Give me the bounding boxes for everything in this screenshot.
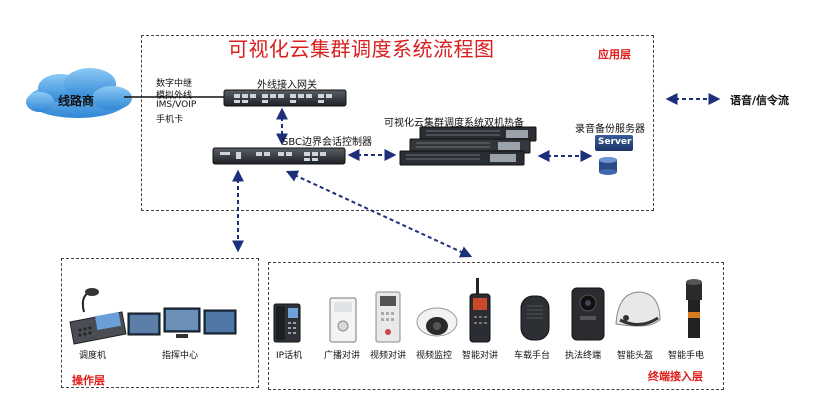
smart-flashlight-icon bbox=[686, 279, 702, 338]
page-title: 可视化云集群调度系统流程图 bbox=[228, 37, 495, 61]
sbc-label: SBC边界会话控制器 bbox=[282, 137, 373, 148]
video-intercom-icon bbox=[375, 291, 401, 343]
smart-walkie-talkie-label: 智能对讲 bbox=[462, 351, 499, 361]
ip-phone-icon bbox=[273, 303, 301, 343]
smart-helmet-label: 智能头盔 bbox=[617, 351, 654, 361]
law-enforcement-label: 执法终端 bbox=[565, 351, 602, 361]
vehicle-radio-label: 车载手台 bbox=[514, 351, 551, 361]
broadcast-intercom-label: 广播对讲 bbox=[324, 351, 361, 361]
sbc-terminal-link bbox=[285, 170, 473, 258]
broadcast-intercom-icon bbox=[329, 297, 357, 343]
law-enforcement-recorder-icon bbox=[571, 287, 605, 341]
carrier-label: 线路商 bbox=[58, 94, 95, 108]
carrier-cloud-icon bbox=[26, 68, 132, 118]
line-type-ims-voip: IMS/VOIP bbox=[156, 100, 197, 110]
smart-helmet-icon bbox=[615, 291, 661, 327]
line-type-analog: 模拟外线 bbox=[156, 91, 193, 101]
smart-flashlight-label: 智能手电 bbox=[668, 351, 705, 361]
ip-phone-label: IP话机 bbox=[276, 351, 303, 361]
smart-walkie-talkie-icon bbox=[469, 278, 491, 343]
command-center-label: 指挥中心 bbox=[162, 351, 199, 361]
dispatch-console-icon bbox=[69, 288, 127, 345]
sbc-device-icon bbox=[212, 147, 346, 165]
cluster-server-icon bbox=[399, 126, 537, 166]
gateway-label: 外线接入网关 bbox=[257, 80, 317, 91]
operation-layer-label: 操作层 bbox=[72, 374, 105, 387]
terminal-layer-label: 终端接入层 bbox=[648, 370, 703, 383]
video-surveillance-label: 视频监控 bbox=[416, 351, 453, 361]
gateway-device-icon bbox=[223, 89, 347, 107]
line-type-sim: 手机卡 bbox=[156, 115, 184, 125]
recorder-label: 录音备份服务器 bbox=[575, 124, 645, 135]
recorder-server-icon bbox=[595, 135, 633, 175]
line-type-digital-trunk: 数字中继 bbox=[156, 79, 193, 89]
surveillance-camera-icon bbox=[416, 307, 458, 337]
terminal-layer-box bbox=[268, 262, 724, 390]
dispatch-console-label: 调度机 bbox=[79, 351, 107, 361]
legend-label: 语音/信令流 bbox=[730, 94, 790, 107]
video-intercom-label: 视频对讲 bbox=[370, 351, 407, 361]
application-layer-label: 应用层 bbox=[598, 48, 631, 61]
command-center-icon bbox=[127, 307, 237, 338]
server-text: Server bbox=[598, 137, 632, 147]
vehicle-radio-mic-icon bbox=[520, 295, 550, 341]
cluster-label: 可视化云集群调度系统双机热备 bbox=[384, 118, 524, 129]
operation-layer-box bbox=[61, 258, 259, 388]
